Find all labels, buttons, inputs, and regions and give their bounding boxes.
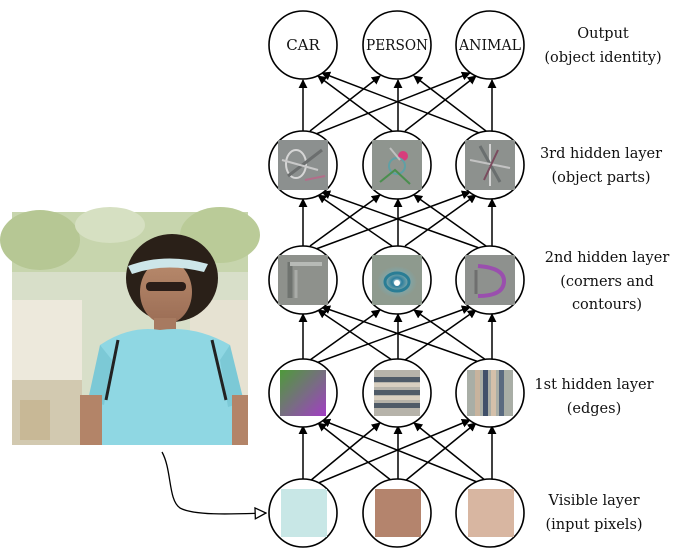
layer-descriptions: Output (object identity) 3rd hidden laye… (534, 26, 669, 533)
visible-layer (268, 478, 525, 548)
hidden3-feature-1 (278, 140, 328, 190)
hidden3-feature-3 (465, 140, 515, 190)
output-node-animal (455, 10, 525, 80)
hidden-layer-1 (268, 358, 525, 428)
hidden2-feature-1 (278, 255, 328, 305)
hidden2-feature-2 (372, 255, 422, 305)
visible-layer-title: Visible layer (547, 493, 639, 509)
input-pixel-3 (468, 489, 514, 537)
visible-layer-subtitle: (input pixels) (545, 517, 642, 533)
hidden-layer-3 (268, 130, 525, 200)
output-layer: CAR PERSON ANIMAL (268, 10, 525, 80)
output-node-car-label: CAR (286, 36, 320, 54)
hidden3-layer-title: 3rd hidden layer (540, 146, 662, 162)
output-layer-title: Output (577, 26, 629, 42)
hidden2-layer-subtitle-1: (corners and (560, 274, 654, 290)
hidden1-layer-title: 1st hidden layer (534, 377, 653, 393)
hidden3-feature-2 (372, 140, 422, 190)
hidden2-feature-3 (465, 255, 515, 305)
output-node-person-label: PERSON (366, 36, 428, 54)
input-pixel-1 (281, 489, 327, 537)
output-node-animal-label: ANIMAL (458, 36, 521, 54)
hidden-layer-2 (268, 245, 525, 315)
output-node-car (268, 10, 338, 80)
output-node-person (362, 10, 432, 80)
photo-to-input-arrow (161, 451, 266, 514)
output-layer-subtitle: (object identity) (544, 50, 661, 66)
hidden1-feature-1 (280, 370, 326, 416)
hidden2-layer-title: 2nd hidden layer (545, 250, 670, 266)
hidden2-layer-subtitle-2: contours) (572, 297, 642, 313)
hidden1-feature-3 (467, 370, 513, 416)
connections (298, 71, 497, 485)
hidden1-feature-2 (374, 370, 420, 416)
input-photo (0, 207, 260, 445)
hidden1-layer-subtitle: (edges) (567, 401, 621, 417)
input-pixel-2 (375, 489, 421, 537)
hidden3-layer-subtitle: (object parts) (551, 170, 650, 186)
